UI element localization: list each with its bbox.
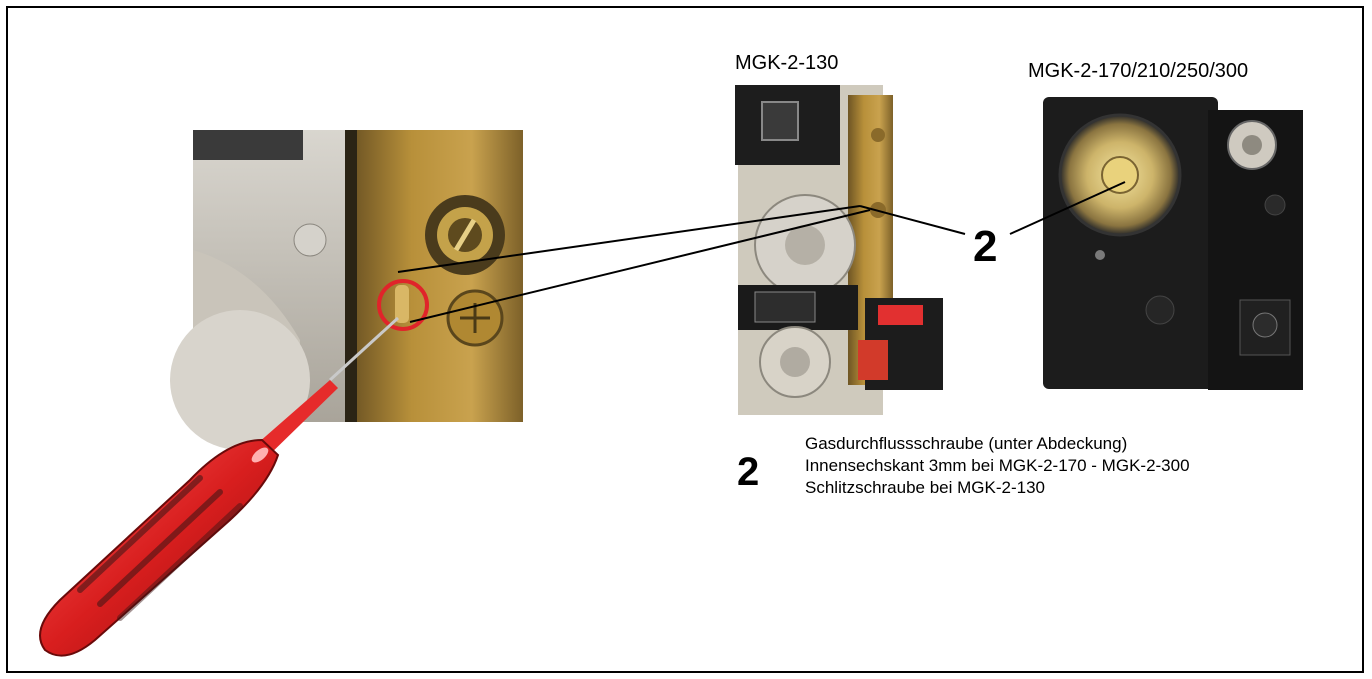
valve-mgk-2-130 [735,85,943,415]
closeup-photo [170,130,523,450]
callout-number: 2 [973,222,997,272]
legend-line-2: Innensechskant 3mm bei MGK-2-170 - MGK-2… [805,455,1190,477]
legend-line-1: Gasdurchflussschraube (unter Abdeckung) [805,433,1127,455]
legend-number: 2 [737,450,759,495]
valve-mgk-2-170 [1043,97,1303,390]
model-label-mgk-2-170: MGK-2-170/210/250/300 [1028,60,1248,83]
legend-line-3: Schlitzschraube bei MGK-2-130 [805,477,1045,499]
model-label-mgk-2-130: MGK-2-130 [735,52,838,75]
